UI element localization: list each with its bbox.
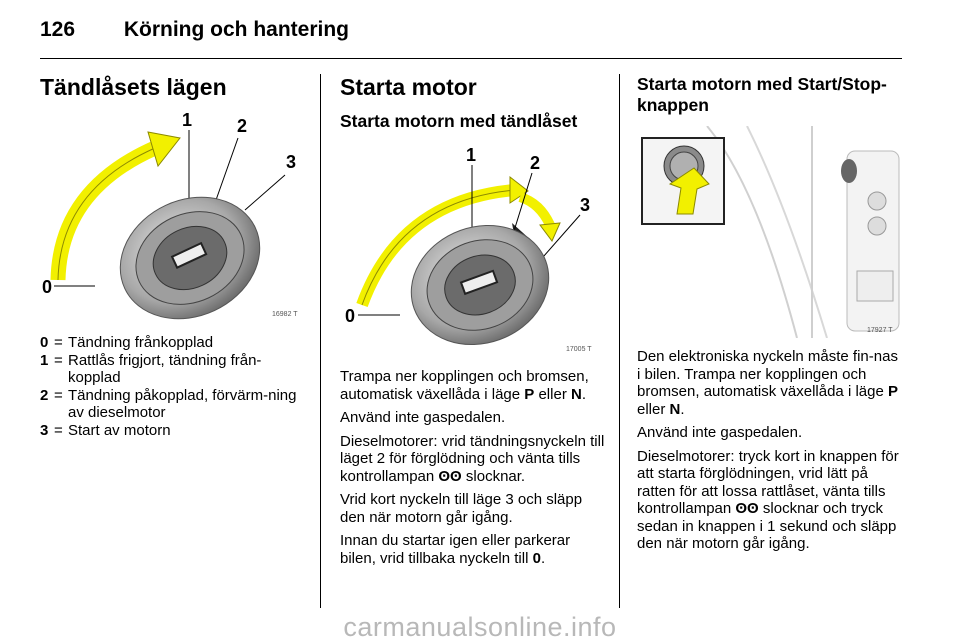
column-divider-2 xyxy=(619,74,620,608)
ignition-illustration: 1 2 3 0 16982 T xyxy=(42,110,298,320)
legend-row: 3 = Start av motorn xyxy=(40,422,308,440)
subsection-heading: Starta motorn med tändlåset xyxy=(340,111,578,131)
legend-key: 2 xyxy=(40,386,49,404)
position-legend: 0 = Tändning frånkopplad 1 = Rattlås frigjor… xyxy=(40,334,308,439)
paragraph: Använd inte gaspedalen. xyxy=(637,424,803,441)
legend-key: 1 xyxy=(40,351,49,369)
paragraph: Dieselmotorer: tryck kort in knappen för… xyxy=(637,447,899,553)
legend-sep: = xyxy=(54,386,63,404)
legend-row: 2 = Tändning påkopplad, förvärm-ning av di… xyxy=(40,387,308,422)
column-ignition-positions: Tändlåsets lägen xyxy=(40,74,310,101)
legend-sep: = xyxy=(54,421,63,439)
header-rule xyxy=(40,58,902,59)
figure-code: 17927 T xyxy=(867,327,893,334)
paragraph: Dieselmotorer: vrid tändningsnyckeln til… xyxy=(340,432,605,485)
section-heading: Starta motor xyxy=(340,74,477,100)
column-2-body: Trampa ner kopplingen och bromsen, autom… xyxy=(340,368,605,567)
position-label-3: 3 xyxy=(286,152,296,172)
legend-sep: = xyxy=(54,351,63,369)
legend-sep: = xyxy=(54,334,63,351)
ignition-key-figure: 1 2 3 0 17005 T xyxy=(340,145,604,357)
figure-code: 16982 T xyxy=(272,311,298,318)
column-divider-1 xyxy=(320,74,321,608)
legend-key: 0 xyxy=(40,334,49,351)
watermark: carmanualsonline.info xyxy=(343,612,617,642)
paragraph: Innan du startar igen eller parkerar bil… xyxy=(340,532,571,567)
glow-plug-indicator-icon: ʘʘ xyxy=(438,467,462,485)
section-heading: Tändlåsets lägen xyxy=(40,74,227,100)
section-heading: Starta motorn med Start/Stop-knappen xyxy=(637,74,887,115)
ignition-positions-figure: 1 2 3 0 16982 T xyxy=(40,110,304,322)
position-label-1: 1 xyxy=(466,145,476,165)
position-label-0: 0 xyxy=(345,306,355,326)
glow-plug-indicator-icon: ʘʘ xyxy=(735,500,759,517)
legend-row: 1 = Rattlås frigjort, tändning från-koppla… xyxy=(40,352,308,387)
column-start-engine: Starta motor Starta motorn med tändlåset xyxy=(340,74,605,132)
position-label-0: 0 xyxy=(42,277,52,297)
chapter-title: Körning och hantering xyxy=(123,18,349,41)
start-stop-illustration: 17927 T xyxy=(637,126,901,338)
page-number: 126 xyxy=(40,18,76,41)
position-label-2: 2 xyxy=(530,153,540,173)
legend-text: Start av motorn xyxy=(68,421,171,439)
paragraph: Använd inte gaspedalen. xyxy=(340,409,506,426)
figure-code: 17005 T xyxy=(566,346,592,353)
start-stop-figure: 17927 T xyxy=(637,126,901,338)
column-start-stop-button: Starta motorn med Start/Stop-knappen xyxy=(637,74,902,116)
paragraph: Trampa ner kopplingen och bromsen, autom… xyxy=(340,368,589,403)
legend-key: 3 xyxy=(40,421,49,439)
paragraph: Den elektroniska nyckeln måste fin-nas i… xyxy=(637,348,898,418)
legend-text: Tändning frånkopplad xyxy=(68,334,214,351)
legend-text: Rattlås frigjort, tändning från-kopplad xyxy=(68,351,262,387)
legend-text: Tändning påkopplad, förvärm-ning av dies… xyxy=(68,386,297,422)
position-label-1: 1 xyxy=(182,110,192,130)
position-label-2: 2 xyxy=(237,116,247,136)
column-3-body: Den elektroniska nyckeln måste fin-nas i… xyxy=(637,348,902,553)
legend-row: 0 = Tändning frånkopplad xyxy=(40,334,308,352)
paragraph: Vrid kort nyckeln till läge 3 och släpp … xyxy=(340,491,583,526)
ignition-key-illustration: 1 2 3 0 17005 T xyxy=(345,145,592,353)
page-header: 126 Körning och hantering xyxy=(40,18,349,42)
position-label-3: 3 xyxy=(580,195,590,215)
